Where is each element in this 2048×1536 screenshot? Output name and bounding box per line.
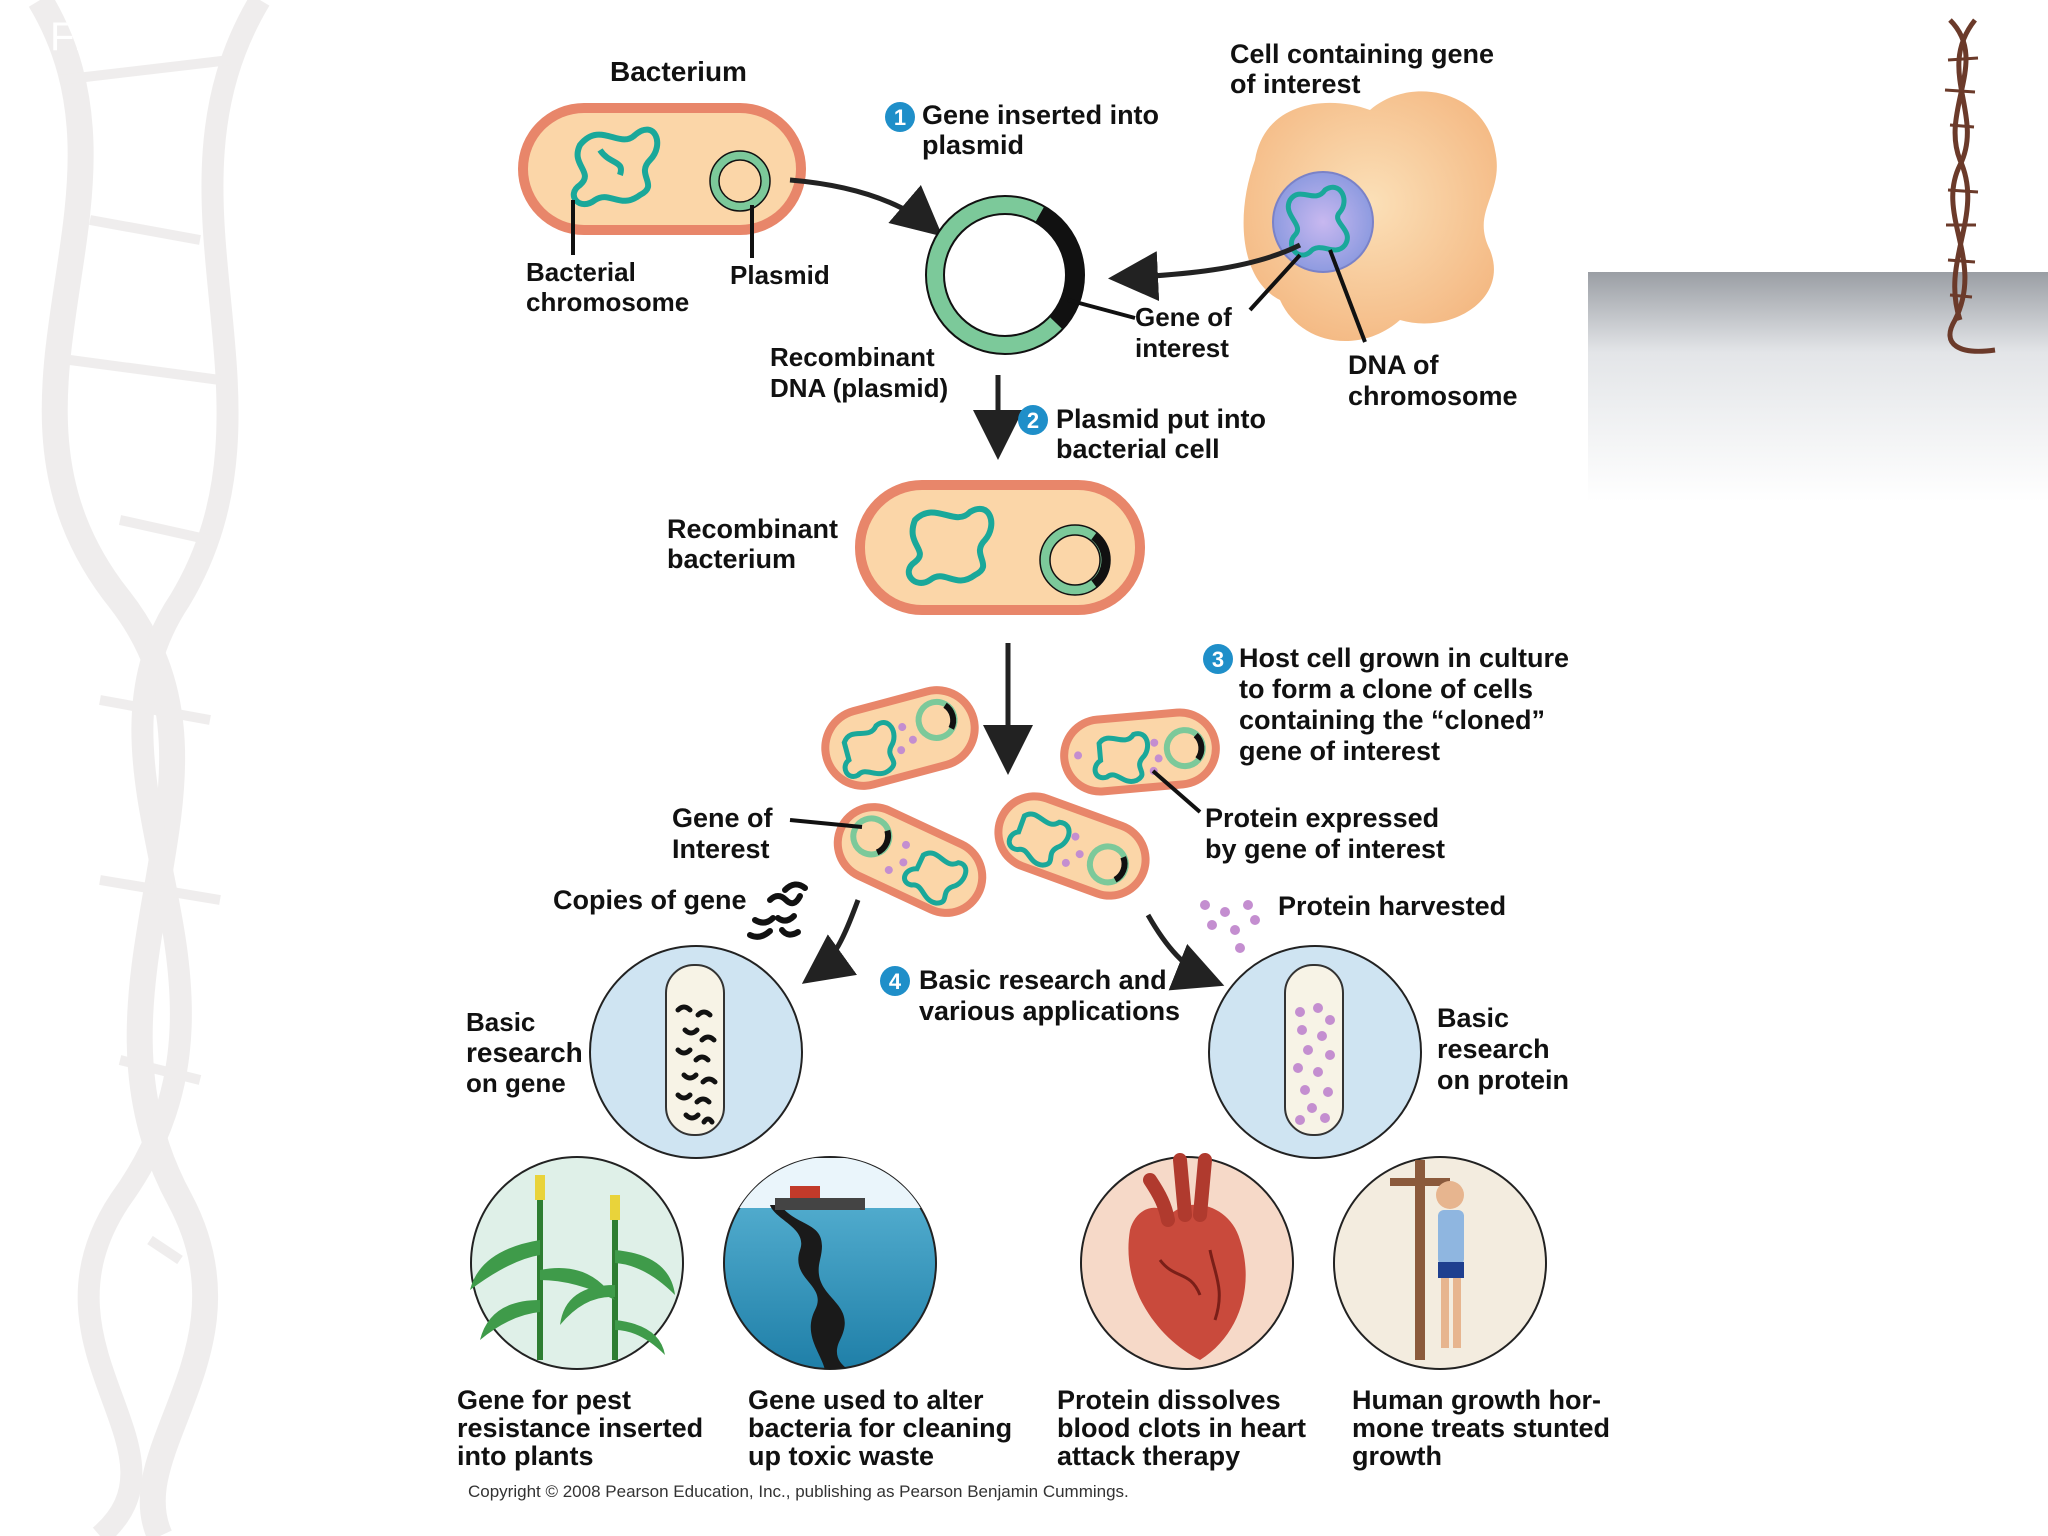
bacterium-cell (518, 103, 806, 235)
gene-of-interest-segment (1035, 206, 1085, 330)
svg-text:1: 1 (894, 105, 906, 130)
clone-cell-3 (833, 803, 987, 917)
caption-growth-hormone: Human growth hor- mone treats stunted gr… (1352, 1385, 1618, 1471)
label-plasmid: Plasmid (730, 260, 830, 290)
background-dna-watermark (28, 0, 270, 1536)
dna-helix-icon (1944, 18, 1996, 354)
step-3-text: Host cell grown in culture to form a clo… (1239, 643, 1577, 766)
step-2-badge (1018, 405, 1048, 435)
svg-text:3: 3 (1212, 647, 1224, 672)
chromosome-dna (1285, 185, 1350, 258)
step-1-text: Gene inserted into plasmid (922, 100, 1167, 160)
label-research-gene: Basic research on gene (466, 1007, 590, 1098)
step-2-text: Plasmid put into bacterial cell (1056, 404, 1274, 464)
label-bacterium: Bacterium (610, 56, 747, 87)
clone-cell-4 (994, 792, 1150, 900)
gene-copies-icon (747, 881, 808, 940)
step-4: 4 Basic research and various application… (880, 965, 1180, 1026)
label-research-protein: Basic research on protein (1437, 1003, 1569, 1095)
label-dna-of-chromosome: DNA of chromosome (1348, 350, 1518, 411)
application-heart-therapy-image (1080, 1153, 1294, 1370)
step-1: 1 Gene inserted into plasmid (885, 100, 1167, 160)
application-toxic-waste-cleanup-image (723, 1156, 937, 1370)
copyright-notice: Copyright © 2008 Pearson Education, Inc.… (468, 1482, 1129, 1501)
step-4-text: Basic research and various applications (919, 965, 1180, 1026)
background-gradient-band (1588, 272, 2048, 502)
research-on-protein-illustration (1208, 945, 1422, 1159)
animal-cell (1243, 91, 1497, 342)
arrow-to-gene-research (801, 899, 861, 984)
label-recombinant-dna: Recombinant DNA (plasmid) (770, 342, 948, 403)
label-gene-of-interest-mid: Gene of Interest (672, 803, 780, 864)
harvested-protein-dots (1200, 900, 1260, 953)
application-pest-resistant-plants-image (470, 1156, 684, 1370)
svg-text:4: 4 (889, 969, 902, 994)
step-4-badge (880, 966, 910, 996)
step-1-badge (885, 102, 915, 132)
slide-corner-title: Fig (50, 15, 106, 59)
caption-heart-therapy: Protein dissolves blood clots in heart a… (1057, 1385, 1314, 1471)
label-copies-of-gene: Copies of gene (553, 885, 747, 915)
application-growth-hormone-image (1333, 1156, 1547, 1370)
plasmid-small (709, 150, 771, 212)
label-protein-expressed: Protein expressed by gene of interest (1205, 803, 1447, 864)
label-bacterial-chromosome: Bacterial chromosome (526, 257, 689, 317)
label-protein-harvested: Protein harvested (1278, 891, 1506, 921)
arrow-to-protein-research (1145, 913, 1225, 991)
research-on-gene-illustration (589, 945, 803, 1159)
caption-pest-resistance: Gene for pest resistance inserted into p… (457, 1385, 711, 1471)
label-cell-containing-gene: Cell containing gene of interest (1230, 39, 1502, 99)
label-recombinant-bacterium: Recombinant bacterium (667, 514, 846, 574)
step-2: 2 Plasmid put into bacterial cell (1018, 404, 1274, 464)
nucleus (1272, 171, 1374, 273)
clone-cell-1 (821, 686, 979, 790)
bacterial-chromosome-dna (570, 126, 661, 208)
arrow-plasmid-to-recombinant (789, 177, 943, 237)
recombinant-bacterium-cell (855, 480, 1145, 615)
arrow-gene-to-plasmid (1108, 242, 1302, 302)
svg-text:2: 2 (1027, 408, 1039, 433)
clone-cell-2 (1060, 708, 1220, 796)
step-3: 3 Host cell grown in culture to form a c… (1203, 643, 1577, 766)
child-body (1438, 1210, 1464, 1265)
step-3-badge (1203, 644, 1233, 674)
caption-toxic-waste: Gene used to alter bacteria for cleaning… (748, 1385, 1020, 1471)
label-gene-of-interest-top: Gene of interest (1135, 302, 1239, 363)
recombinant-plasmid (925, 195, 1085, 355)
child-head (1436, 1181, 1464, 1209)
